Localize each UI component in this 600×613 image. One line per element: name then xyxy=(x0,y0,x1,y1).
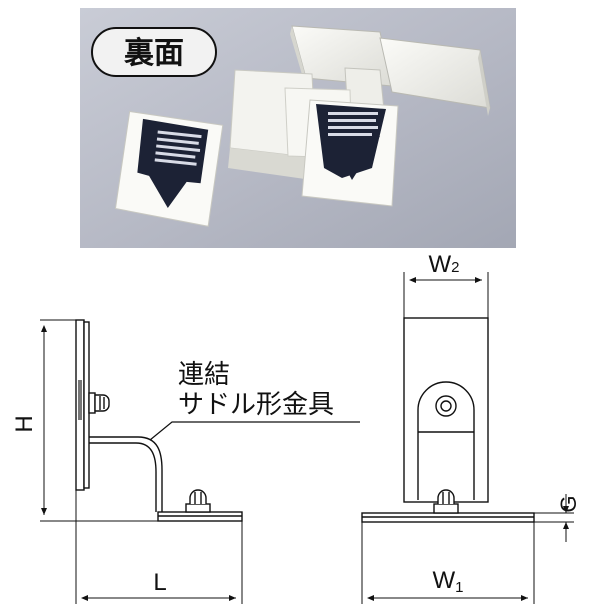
badge-label: 裏面 xyxy=(124,36,184,71)
callout-line2: サドル形金具 xyxy=(178,390,334,420)
left-sticker xyxy=(114,110,224,227)
width-bottom-dimension xyxy=(361,522,535,604)
length-label: L xyxy=(153,569,166,596)
front-view xyxy=(361,317,535,523)
right-sticker xyxy=(301,99,399,207)
width-top-dimension xyxy=(403,272,489,318)
length-dimension xyxy=(75,490,243,604)
dimension-drawing: H L 連結 サドル形金具 W2 W1 xyxy=(11,251,581,604)
height-label: H xyxy=(11,415,38,432)
height-dimension xyxy=(40,319,158,522)
back-side-badge: 裏面 xyxy=(91,27,217,77)
side-view xyxy=(75,319,360,522)
width-bottom-label: W1 xyxy=(433,567,464,596)
product-photo: 裏面 xyxy=(80,8,516,248)
width-top-label: W2 xyxy=(429,251,460,278)
gap-label: G xyxy=(556,495,581,512)
middle-body xyxy=(228,69,353,180)
callout-line1: 連結 xyxy=(178,360,230,390)
gap-dimension xyxy=(534,494,574,542)
